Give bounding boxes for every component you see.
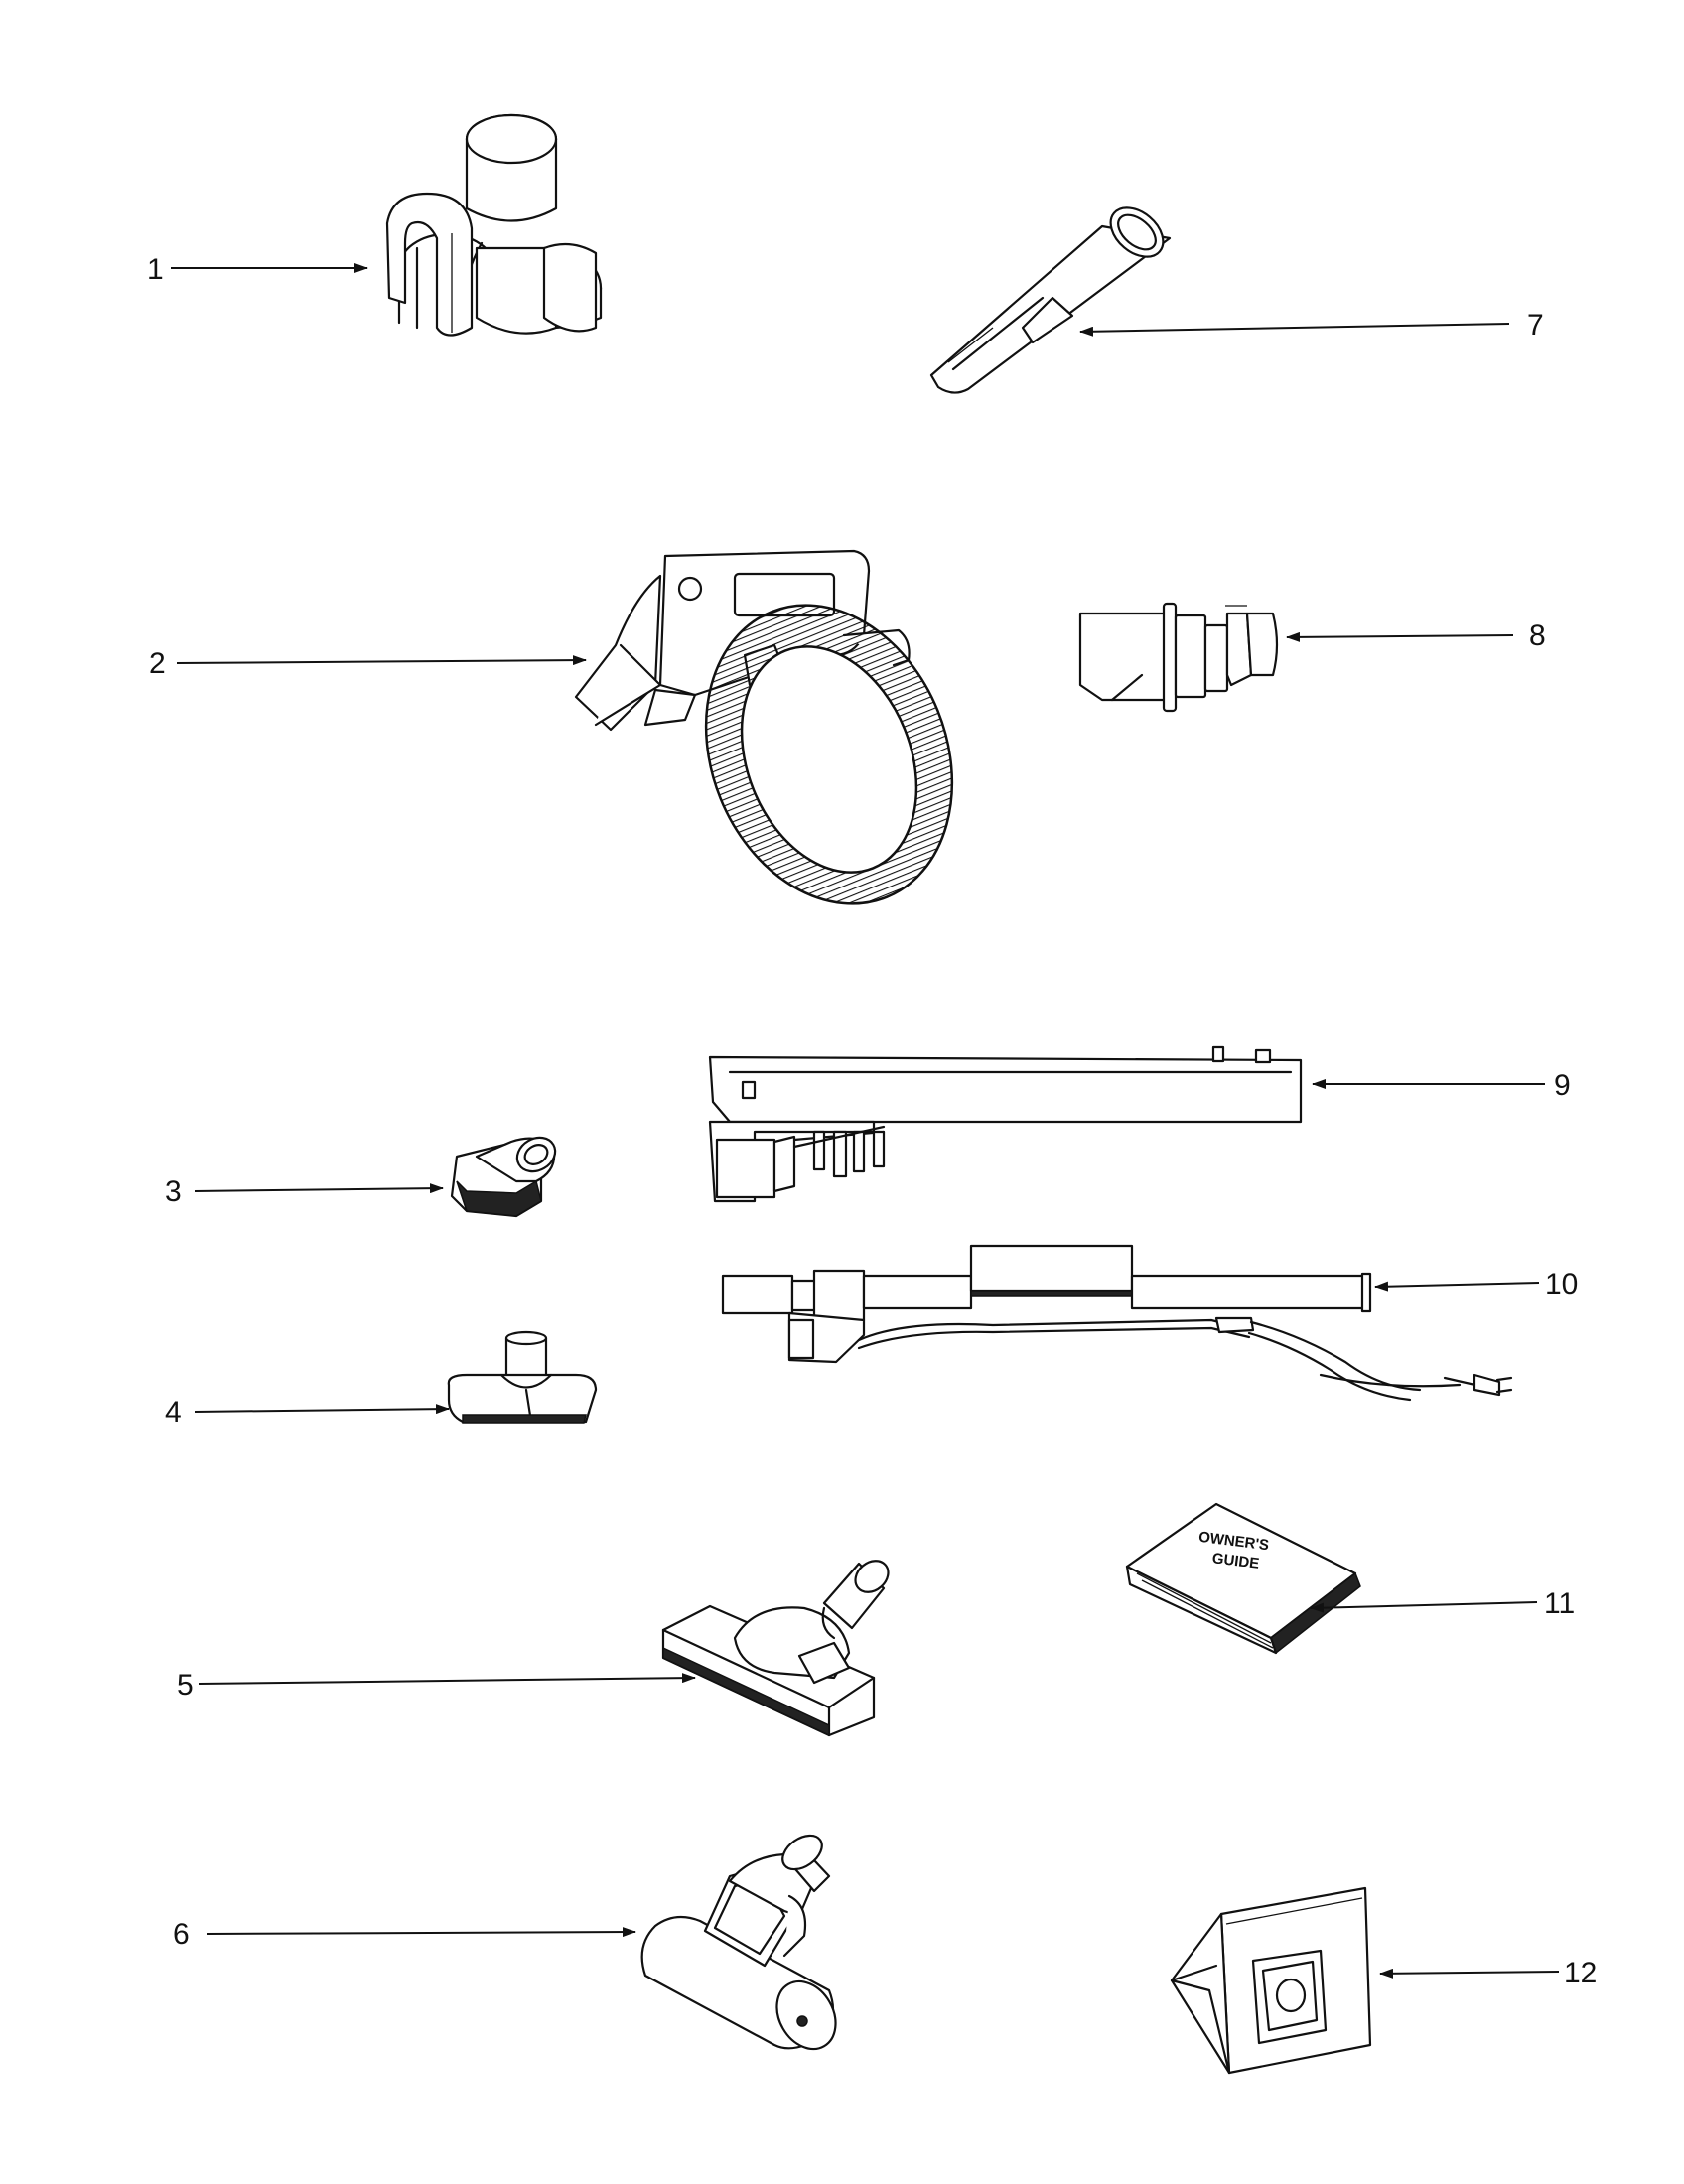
leader-line-8 — [1286, 631, 1514, 642]
callout-5: 5 — [177, 1669, 194, 1702]
callout-4: 4 — [165, 1396, 182, 1429]
part-3-upholstery-tool — [450, 1136, 557, 1218]
part-10-cord-wand — [721, 1244, 1513, 1402]
callout-10: 10 — [1545, 1268, 1578, 1300]
owners-guide-title-line2: GUIDE — [1211, 1550, 1260, 1572]
leader-line-5 — [198, 1673, 696, 1685]
callout-9: 9 — [1554, 1069, 1571, 1102]
part-2-hose-handle — [574, 549, 954, 905]
callout-12: 12 — [1564, 1957, 1597, 1989]
leader-line-6 — [206, 1927, 636, 1938]
callout-6: 6 — [173, 1918, 190, 1951]
part-6-turbo-brush — [640, 1834, 837, 2051]
callout-3: 3 — [165, 1175, 182, 1208]
part-5-floor-nozzle — [661, 1560, 890, 1737]
part-1-tool-holder — [385, 113, 603, 338]
callout-8: 8 — [1529, 619, 1546, 652]
leader-line-7 — [1079, 323, 1510, 337]
part-9-extension-wand — [708, 1045, 1303, 1203]
leader-line-2 — [176, 655, 587, 666]
part-12-dust-bag — [1170, 1886, 1372, 2075]
leader-line-3 — [194, 1183, 444, 1194]
leader-line-4 — [194, 1404, 450, 1415]
leader-line-10 — [1374, 1281, 1540, 1292]
part-11-owners-guide: OWNER'S GUIDE — [1125, 1502, 1361, 1655]
part-4-dusting-brush — [447, 1330, 598, 1424]
part-7-crevice-tool — [929, 206, 1172, 394]
part-8-adapter — [1078, 602, 1279, 713]
callout-2: 2 — [149, 647, 166, 680]
leader-line-12 — [1379, 1968, 1560, 1979]
callout-7: 7 — [1527, 309, 1544, 341]
callout-11: 11 — [1544, 1587, 1575, 1620]
callout-1: 1 — [147, 253, 164, 286]
leader-line-11 — [1310, 1601, 1538, 1613]
